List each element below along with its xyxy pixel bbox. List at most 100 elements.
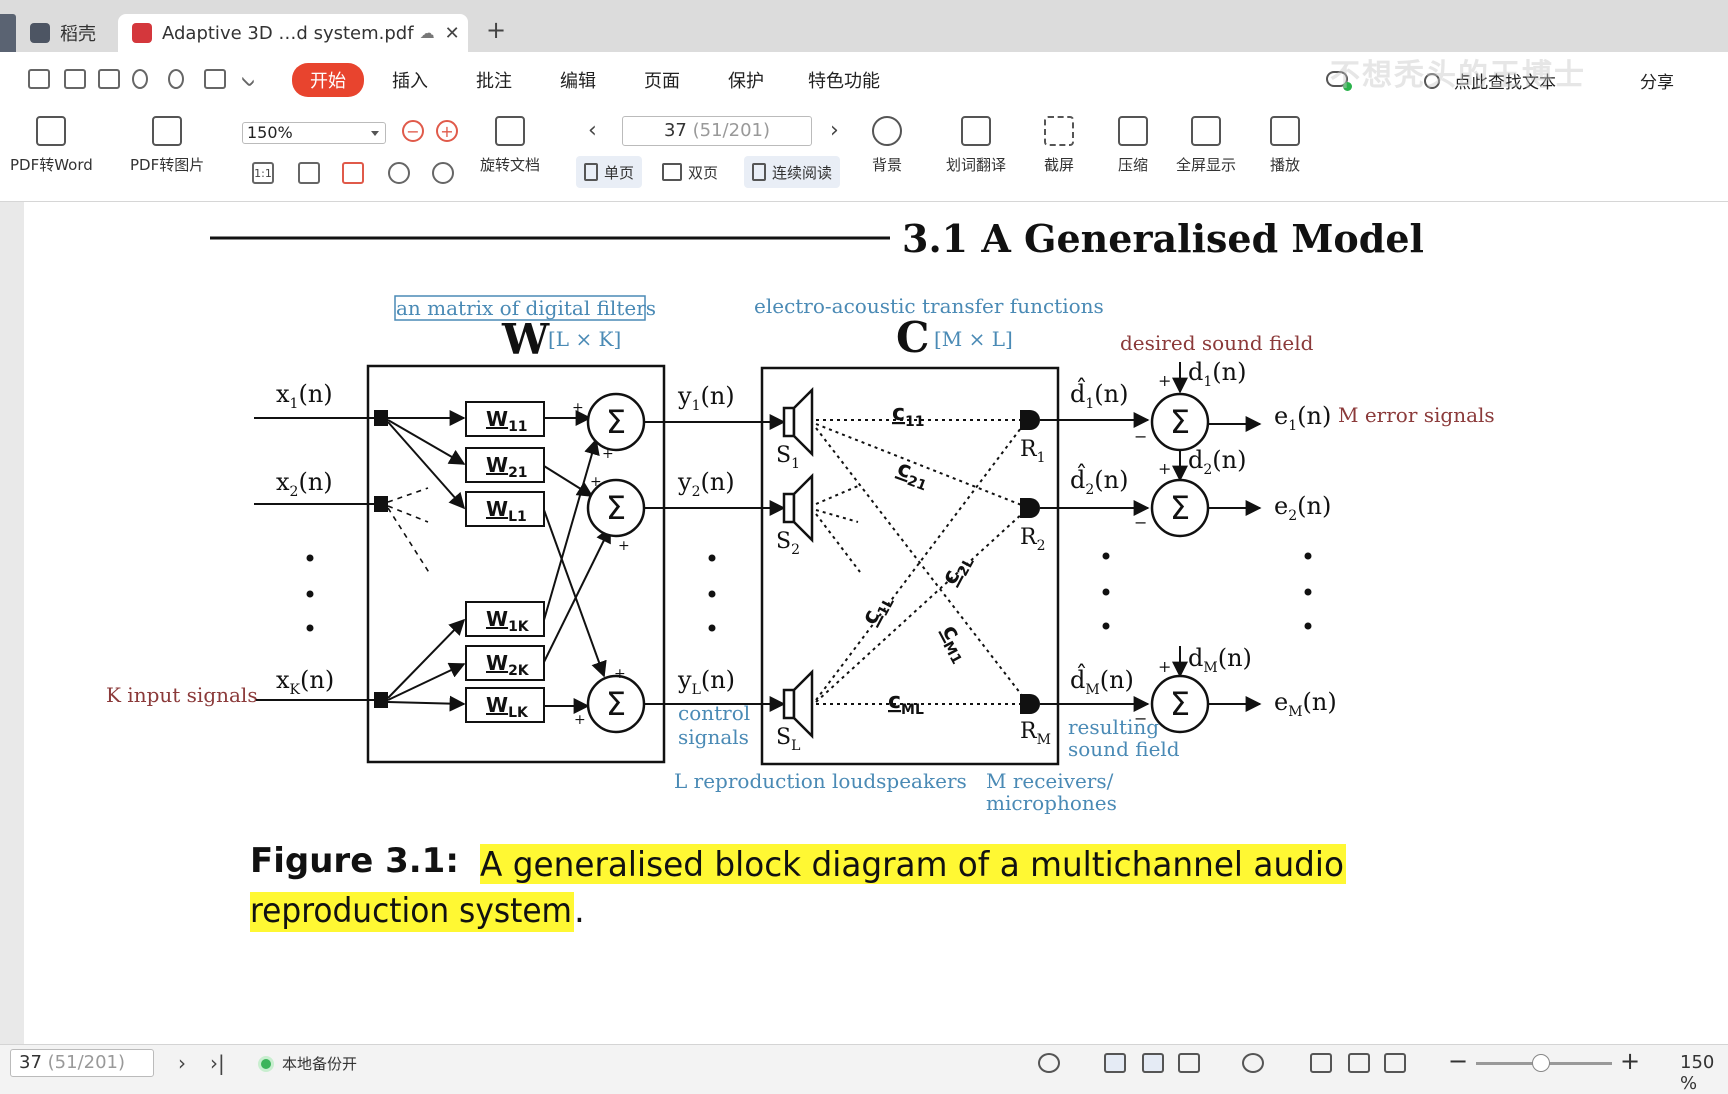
page-content: 3.1 A Generalised Model an matrix of dig… xyxy=(106,216,1495,932)
play-button[interactable]: 播放 xyxy=(1270,116,1300,175)
fit-width-icon[interactable] xyxy=(342,162,364,184)
menu-annotate[interactable]: 批注 xyxy=(476,71,512,92)
speaker-icon xyxy=(782,406,796,438)
c-matrix-box xyxy=(760,366,1060,766)
ellipsis-dot xyxy=(1102,552,1110,560)
loudspeakers-annotation: L reproduction loudspeakers xyxy=(674,769,967,793)
sum-symbol: Σ xyxy=(1170,489,1190,527)
screenshot-button[interactable]: 截屏 xyxy=(1044,116,1074,175)
zoom-in-button[interactable]: + xyxy=(1620,1047,1641,1075)
fit-page-icon[interactable] xyxy=(1348,1053,1370,1073)
status-page-total: (51/201) xyxy=(47,1052,126,1073)
pdf-to-word-button[interactable]: PDF转Word xyxy=(10,116,93,175)
zoom-out-button[interactable]: − xyxy=(1448,1047,1469,1075)
find-text-placeholder: 点此查找文本 xyxy=(1454,73,1556,93)
zoom-out-icon[interactable]: − xyxy=(402,120,424,142)
close-tab-icon[interactable]: ✕ xyxy=(444,22,460,44)
page-number-input[interactable]: 37 (51/201) xyxy=(622,116,812,146)
pdf-to-image-label: PDF转图片 xyxy=(130,156,205,174)
rotate-right-icon[interactable] xyxy=(432,162,454,184)
tab-home[interactable]: 稻壳 xyxy=(20,14,116,52)
continuous-read-button[interactable]: 连续阅读 xyxy=(744,156,841,188)
pdf-to-word-icon xyxy=(36,116,67,146)
menu-bar: 开始 插入 批注 编辑 页面 保护 特色功能 点此查找文本 分享 xyxy=(0,52,1728,106)
sum-symbol: Σ xyxy=(606,685,626,723)
dhat-label: d̂2(n) xyxy=(1070,463,1128,498)
undo-icon[interactable] xyxy=(132,69,148,89)
resulting-annotation-2: sound field xyxy=(1068,737,1180,761)
ellipsis-dot xyxy=(708,590,716,598)
speaker-cone xyxy=(792,386,814,458)
local-backup-toggle[interactable]: 本地备份开 xyxy=(258,1053,357,1074)
find-text-box[interactable]: 点此查找文本 xyxy=(1424,68,1556,93)
ellipsis-dot xyxy=(1304,588,1312,596)
figure-caption-end: . xyxy=(574,891,585,931)
menu-insert[interactable]: 插入 xyxy=(392,71,428,92)
speaker-cone xyxy=(792,472,814,544)
path-label: c1L xyxy=(857,589,898,631)
menu-start[interactable]: 开始 xyxy=(292,63,364,97)
continuous-view-icon[interactable] xyxy=(1104,1053,1126,1073)
filter-box xyxy=(465,601,545,637)
export-icon[interactable] xyxy=(204,69,226,89)
translate-button[interactable]: 划词翻译 xyxy=(946,116,1006,175)
actual-size-icon[interactable] xyxy=(1310,1053,1332,1073)
plus-sign: + xyxy=(572,400,584,416)
last-page-icon[interactable]: ›| xyxy=(210,1051,225,1075)
highlight xyxy=(480,844,1346,884)
pdf-to-image-button[interactable]: PDF转图片 xyxy=(130,116,204,175)
compress-button[interactable]: 压缩 xyxy=(1118,116,1148,175)
single-page-button[interactable]: 单页 xyxy=(576,156,643,188)
zoom-slider-handle[interactable] xyxy=(1532,1054,1550,1072)
more-quick-icon[interactable] xyxy=(240,72,256,88)
play-label: 播放 xyxy=(1270,156,1301,174)
zoom-slider[interactable] xyxy=(1476,1054,1612,1072)
open-folder-icon[interactable] xyxy=(28,69,50,89)
status-page-input[interactable]: 37 (51/201) xyxy=(10,1049,154,1077)
single-view-icon[interactable] xyxy=(1142,1053,1164,1073)
docer-logo-icon xyxy=(30,23,50,43)
rotate-left-icon[interactable] xyxy=(388,162,410,184)
menu-special[interactable]: 特色功能 xyxy=(808,71,880,92)
sum-symbol: Σ xyxy=(1170,685,1190,723)
menu-page[interactable]: 页面 xyxy=(644,71,680,92)
ellipsis-dot xyxy=(306,624,314,632)
filter-box xyxy=(465,645,545,681)
fullscreen-button[interactable]: 全屏显示 xyxy=(1176,116,1236,175)
figure-caption-line-1: A generalised block diagram of a multich… xyxy=(480,845,1344,885)
print-icon[interactable] xyxy=(98,69,120,89)
document-area[interactable]: 3.1 A Generalised Model an matrix of dig… xyxy=(0,202,1728,1044)
moon-icon xyxy=(872,116,902,146)
rotate-document-button[interactable]: 旋转文档 xyxy=(480,116,540,175)
status-page-current: 37 xyxy=(19,1052,42,1073)
menu-protect[interactable]: 保护 xyxy=(728,71,764,92)
new-tab-button[interactable]: + xyxy=(486,16,507,44)
single-page-label: 单页 xyxy=(604,163,635,182)
eye-protect-icon[interactable] xyxy=(1038,1053,1060,1073)
sidebar-edge[interactable] xyxy=(0,14,16,52)
double-page-button[interactable]: 双页 xyxy=(654,156,726,188)
zoom-select[interactable]: 150% xyxy=(242,122,386,144)
tab-document[interactable]: Adaptive 3D …d system.pdf ☁ ✕ xyxy=(118,14,468,52)
fullscreen-label: 全屏显示 xyxy=(1176,156,1237,174)
double-view-icon[interactable] xyxy=(1178,1053,1200,1073)
next-page-icon[interactable]: › xyxy=(178,1051,186,1075)
rotate-document-label: 旋转文档 xyxy=(480,156,541,174)
fit-width-icon[interactable] xyxy=(1384,1053,1406,1073)
zoom-in-icon[interactable]: + xyxy=(436,120,458,142)
background-button[interactable]: 背景 xyxy=(872,116,902,175)
next-page-icon[interactable]: › xyxy=(830,118,839,143)
microphone-icon xyxy=(1020,694,1040,714)
w-label: W xyxy=(501,315,550,364)
menu-edit[interactable]: 编辑 xyxy=(560,71,596,92)
fit-page-icon[interactable] xyxy=(298,162,320,184)
prev-page-icon[interactable]: ‹ xyxy=(588,118,597,143)
redo-icon[interactable] xyxy=(168,69,184,89)
play-icon[interactable] xyxy=(1242,1053,1264,1073)
share-button[interactable]: 分享 xyxy=(1640,73,1674,93)
save-icon[interactable] xyxy=(64,69,86,89)
cloud-status-icon[interactable] xyxy=(1326,71,1352,91)
actual-size-icon[interactable]: 1:1 xyxy=(252,162,274,184)
plus-sign: + xyxy=(1158,371,1171,390)
